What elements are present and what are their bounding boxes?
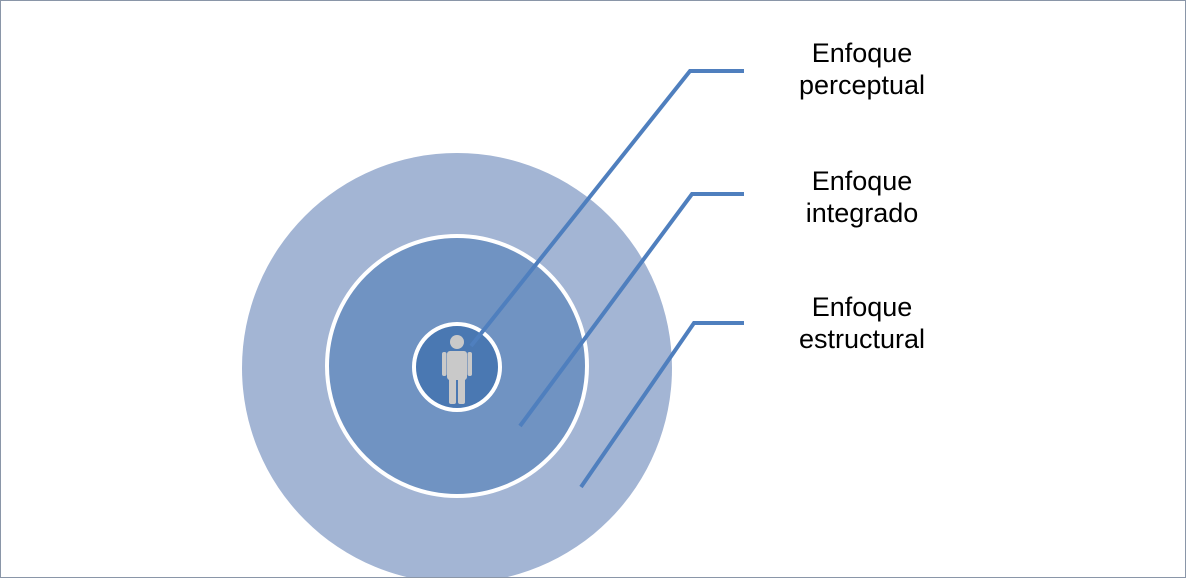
leader-line-integrado (518, 192, 744, 428)
label-line2: perceptual (798, 70, 926, 100)
person-icon (442, 335, 472, 404)
label-line2: integrado (805, 198, 919, 228)
leader-line-perceptual (469, 69, 744, 348)
label-line1: Enfoque (811, 292, 913, 322)
label-enfoque-perceptual: Enfoque perceptual (742, 37, 982, 101)
leader-line-estructural (579, 321, 744, 489)
label-enfoque-estructural: Enfoque estructural (742, 291, 982, 355)
label-enfoque-integrado: Enfoque integrado (742, 165, 982, 229)
label-line1: Enfoque (811, 166, 913, 196)
label-line1: Enfoque (811, 38, 913, 68)
label-line2: estructural (798, 324, 926, 354)
